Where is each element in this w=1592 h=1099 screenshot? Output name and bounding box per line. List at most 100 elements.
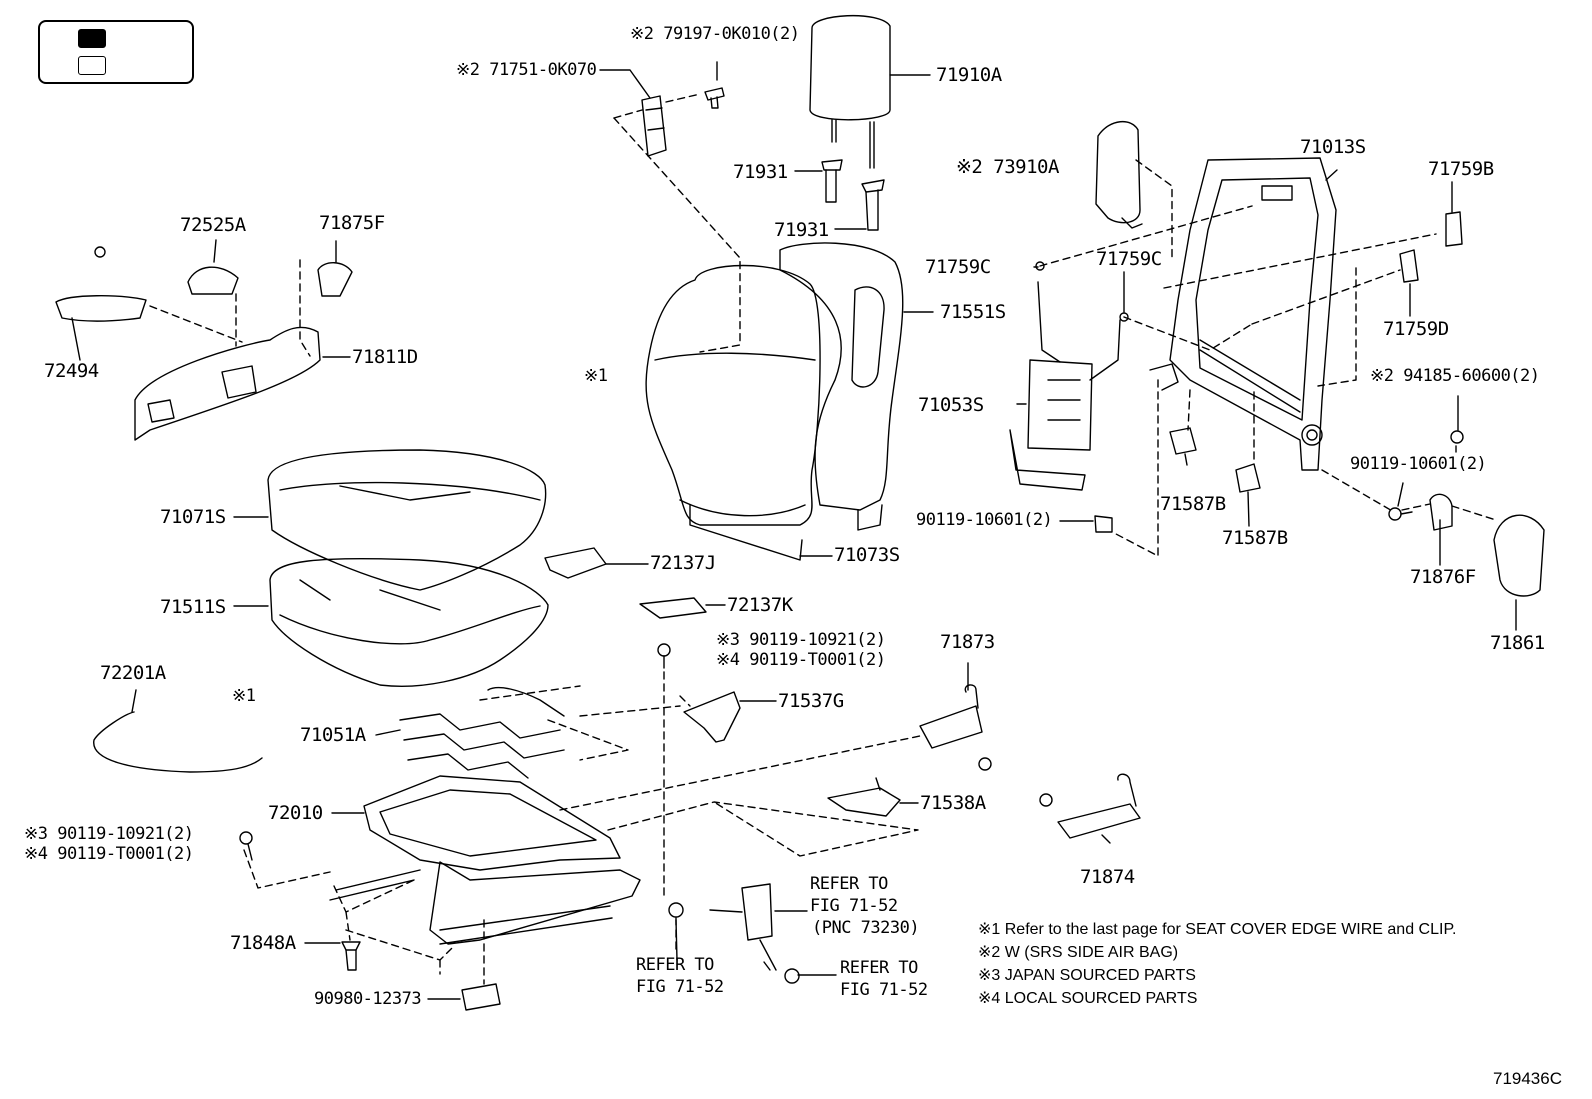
label-note-ref-1-upper: ※1 [584,366,608,386]
note-2: ※2 W (SRS SIDE AIR BAG) [978,944,1179,961]
label-71538a: 71538A [920,792,986,814]
label-71587b-lower: 71587B [1222,527,1288,549]
refer-label-1-line2: FIG 71-52 [810,896,898,916]
label-71931-lower: 71931 [774,219,829,241]
bolt-90119-10921-side-shape [239,831,253,861]
knob-71861-shape [1493,514,1545,597]
bolt-71848A-shape [341,941,361,971]
label-72010: 72010 [268,802,323,824]
bolt-71873-shape [978,757,992,771]
refer-label-2-line2: FIG 71-52 [636,977,724,997]
label-90980-12373: 90980-12373 [314,989,422,1009]
label-72201a: 72201A [100,662,166,684]
label-71876f: 71876F [1410,566,1476,588]
dashed-guides [149,93,1497,985]
label-72494: 72494 [44,360,99,382]
label-71759d: 71759D [1383,318,1449,340]
legend-swatch-light [78,56,106,75]
label-71073s: 71073S [834,544,900,566]
seatback-cover-shape [779,242,904,531]
label-71861: 71861 [1490,632,1545,654]
refer-label-3-line1: REFER TO [840,958,918,978]
label-71848a: 71848A [230,932,296,954]
bolt-90119-10601-right-shape [1388,507,1413,521]
pad-72137J-shape [544,547,607,579]
cap-90980-shape [461,983,501,1011]
label-71051a: 71051A [300,724,366,746]
seatback-pad-shape [645,264,821,561]
label-90119-10601-left: 90119-10601(2) [916,510,1053,530]
figure-id: 719436C [1492,1069,1562,1088]
label-71551s: 71551S [940,301,1006,323]
label-90119-t0001-top: ※4 90119-T0001(2) [716,650,886,670]
label-90119-t0001-side: ※4 90119-T0001(2) [24,844,194,864]
label-90119-10601-right: 90119-10601(2) [1350,454,1487,474]
bracket-71537G-shape [683,691,741,743]
note-3: ※3 JAPAN SOURCED PARTS [978,967,1196,984]
seat-frame-shape [329,775,641,945]
label-71759c-left: 71759C [925,256,991,278]
label-71759c-right: 71759C [1096,248,1162,270]
lumbar-support-shape [1009,281,1121,491]
clip-71759D-shape [1399,249,1419,283]
label-71511s: 71511S [160,596,226,618]
side-airbag-shape [1095,121,1143,229]
label-note-ref-1-lower: ※1 [232,686,256,706]
label-71013s: 71013S [1300,136,1366,158]
label-71874: 71874 [1080,866,1135,888]
note-4: ※4 LOCAL SOURCED PARTS [978,990,1198,1007]
label-71811d: 71811D [352,346,418,368]
label-71873: 71873 [940,631,995,653]
label-71910a: 71910A [936,64,1002,86]
legend-swatch-dark [78,29,106,48]
label-79197-0k010: ※2 79197-0K010(2) [630,24,800,44]
label-71875f: 71875F [319,212,385,234]
label-73910a: ※2 73910A [956,156,1059,178]
label-71587b-upper: 71587B [1160,493,1226,515]
pad-72137K-shape [639,597,707,619]
bracket-71538A-shape [827,777,901,817]
bolt-90119-10921-top-shape [657,643,671,669]
buckle-shape [668,883,800,984]
note-1: ※1 Refer to the last page for SEAT COVER… [978,921,1457,938]
seat-spring-shape [399,686,565,779]
cover-71876F-shape [1429,493,1453,531]
refer-label-3-line2: FIG 71-52 [840,980,928,1000]
cover-72525A-shape [187,266,239,295]
label-72137j: 72137J [650,552,716,574]
label-90119-10921-side: ※3 90119-10921(2) [24,824,194,844]
label-71053s: 71053S [918,394,984,416]
label-71751-0k070: ※2 71751-0K070 [456,60,597,80]
refer-label-1-line1: REFER TO [810,874,888,894]
cover-71875F-shape [317,262,353,297]
bracket-71873-shape [919,684,983,749]
edge-wire-shape [93,711,263,773]
label-71759b: 71759B [1428,158,1494,180]
headrest-guide-shapes [821,159,885,231]
refer-label-1-line3: (PNC 73230) [812,918,920,938]
seat-cushion-cover-shape [267,449,547,591]
nut-94185-shape [1450,430,1464,444]
lever-72494-shape [55,246,147,322]
clip-71759C-shapes [1035,261,1129,322]
label-71537g: 71537G [778,690,844,712]
headrest-shape [809,14,891,169]
airbag-bracket-shape [641,87,725,157]
clip-71759B-shape [1445,211,1463,247]
seatback-frame-shape [1149,157,1337,471]
seat-cushion-pad-shape [269,557,549,687]
legend-box [38,20,194,84]
label-71071s: 71071S [160,506,226,528]
bracket-71874-shape [1057,773,1141,839]
label-71931-upper: 71931 [733,161,788,183]
label-94185-60600: ※2 94185-60600(2) [1370,366,1540,386]
bolt-90119-10601-left-shape [1094,515,1113,533]
side-shield-shape [134,326,321,441]
label-72525a: 72525A [180,214,246,236]
label-90119-10921-top: ※3 90119-10921(2) [716,630,886,650]
leader-lines [71,61,1517,1000]
bolt-71874-shape [1039,793,1053,807]
bracket-71587B-shapes [1169,427,1261,493]
